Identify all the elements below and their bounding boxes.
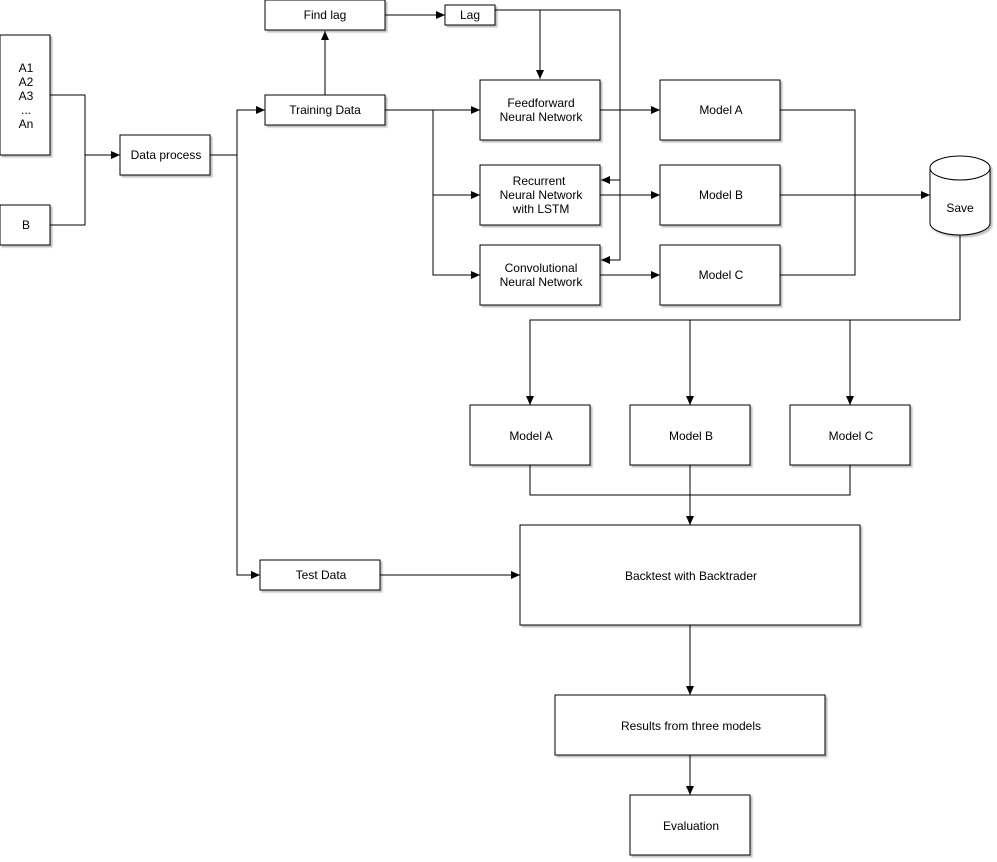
cnn-label-line: Neural Network [500, 275, 584, 289]
training-data-label: Training Data [289, 103, 361, 117]
model-a-bottom-node[interactable]: Model A [469, 404, 591, 466]
model-a-bottom-label: Model A [509, 429, 552, 443]
rnn-label-line: with LSTM [512, 202, 570, 216]
cnn-label-line: Convolutional [505, 261, 578, 275]
evaluation-label: Evaluation [663, 819, 719, 833]
model-c-bottom-node[interactable]: Model C [789, 404, 911, 466]
edge-model-a-to-save [780, 109, 856, 195]
input-b-node[interactable]: B [0, 204, 51, 246]
edge-data-process-to-training-data [210, 106, 265, 156]
inputs-a-node[interactable]: A1 A2 A3 ... An [0, 34, 51, 156]
lag-label: Lag [460, 8, 480, 22]
edges [50, 9, 961, 795]
find-lag-label: Find lag [304, 8, 347, 22]
test-data-label: Test Data [296, 568, 347, 582]
edge-input-b-to-data-process [50, 151, 120, 226]
cnn-node[interactable]: Convolutional Neural Network [479, 244, 601, 306]
inputs-a-line: ... [21, 103, 31, 117]
model-b-bottom-node[interactable]: Model B [629, 404, 751, 466]
model-a-top-node[interactable]: Model A [659, 79, 781, 141]
ffnn-node[interactable]: Feedforward Neural Network [479, 79, 601, 141]
backtest-label: Backtest with Backtrader [625, 569, 757, 583]
rnn-node[interactable]: Recurrent Neural Network with LSTM [479, 164, 601, 226]
edge-inputs-a-to-data-process [50, 94, 86, 155]
ffnn-label-line: Feedforward [507, 96, 574, 110]
edge-model-c-to-save [780, 195, 856, 276]
model-b-top-label: Model B [699, 188, 743, 202]
backtest-node[interactable]: Backtest with Backtrader [519, 524, 861, 626]
inputs-a-line: A1 [19, 61, 34, 75]
edge-model-c-bottom-to-backtest [690, 465, 851, 496]
lag-node[interactable]: Lag [444, 4, 496, 26]
ffnn-label-line: Neural Network [500, 110, 584, 124]
edge-model-a-bottom-to-backtest [529, 465, 690, 496]
inputs-a-line: A3 [19, 89, 34, 103]
rnn-label-line: Neural Network [500, 188, 584, 202]
data-process-label: Data process [131, 148, 202, 162]
edge-lag-to-cnn [601, 180, 621, 264]
evaluation-node[interactable]: Evaluation [629, 794, 751, 856]
data-process-node[interactable]: Data process [119, 134, 211, 176]
input-b-label: B [22, 218, 30, 232]
results-label: Results from three models [621, 719, 761, 733]
rnn-label-line: Recurrent [513, 174, 566, 188]
inputs-a-line: An [19, 117, 34, 131]
training-data-node[interactable]: Training Data [264, 94, 386, 126]
edge-lag-to-ffnn [495, 9, 544, 79]
results-node[interactable]: Results from three models [554, 694, 826, 756]
model-c-bottom-label: Model C [829, 429, 874, 443]
edge-data-process-to-test-data [236, 155, 260, 579]
model-b-top-node[interactable]: Model B [659, 164, 781, 226]
edge-save-to-bottom-models [526, 235, 961, 405]
save-node[interactable]: Save [929, 155, 991, 236]
save-label: Save [946, 201, 974, 215]
model-c-top-label: Model C [699, 268, 744, 282]
inputs-a-line: A2 [19, 75, 34, 89]
edge-lag-to-rnn [540, 9, 621, 184]
find-lag-node[interactable]: Find lag [264, 0, 386, 31]
test-data-node[interactable]: Test Data [259, 559, 381, 591]
edge-training-data-to-rnn [432, 110, 480, 199]
model-b-bottom-label: Model B [669, 429, 713, 443]
edge-training-data-to-cnn [432, 195, 480, 279]
model-c-top-node[interactable]: Model C [659, 244, 781, 306]
model-a-top-label: Model A [699, 103, 742, 117]
